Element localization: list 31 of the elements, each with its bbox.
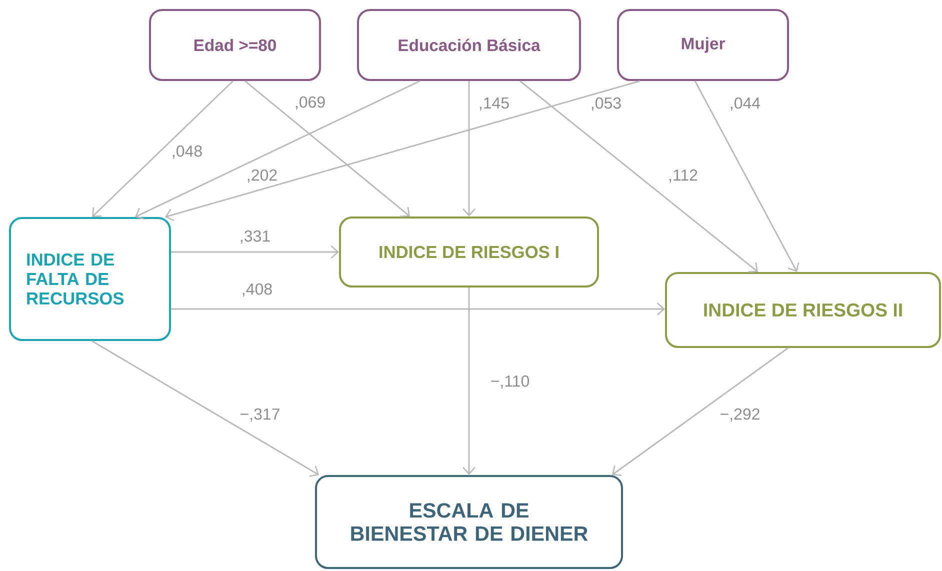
arrow	[92, 340, 319, 477]
arrow	[165, 80, 640, 222]
box: Mujer	[617, 9, 789, 81]
arrow	[694, 80, 800, 272]
edge-label: ,048	[170, 144, 204, 160]
arrow	[520, 80, 758, 273]
arrow	[462, 288, 476, 475]
box: INDICE DE RIESGOS II	[665, 272, 941, 348]
edge-label: ,053	[589, 96, 623, 112]
arrow	[135, 80, 420, 220]
box: INDICE DE FALTA DE RECURSOS	[9, 217, 171, 341]
edge-label: ,112	[666, 168, 700, 184]
arrow	[92, 80, 234, 217]
box: Edad >=80	[149, 9, 321, 81]
arrow	[171, 246, 339, 258]
arrow	[244, 80, 410, 217]
edge-label: ,331	[238, 229, 272, 245]
arrow	[612, 347, 788, 476]
edge-label: −,292	[718, 407, 762, 423]
arrow	[462, 81, 476, 216]
arrow	[171, 302, 665, 316]
box: Educación Básica	[357, 9, 581, 81]
edge-label: ,202	[245, 168, 279, 184]
box: INDICE DE RIESGOS I	[339, 216, 599, 288]
edge-label: −,110	[489, 374, 531, 390]
box: ESCALA DE BIENESTAR DE DIENER	[315, 475, 623, 569]
edge-label: ,408	[240, 282, 274, 298]
edge-label: −,317	[238, 407, 282, 423]
edge-label: ,069	[293, 95, 327, 111]
edge-label: ,044	[728, 96, 762, 112]
edge-label: ,145	[477, 96, 511, 112]
